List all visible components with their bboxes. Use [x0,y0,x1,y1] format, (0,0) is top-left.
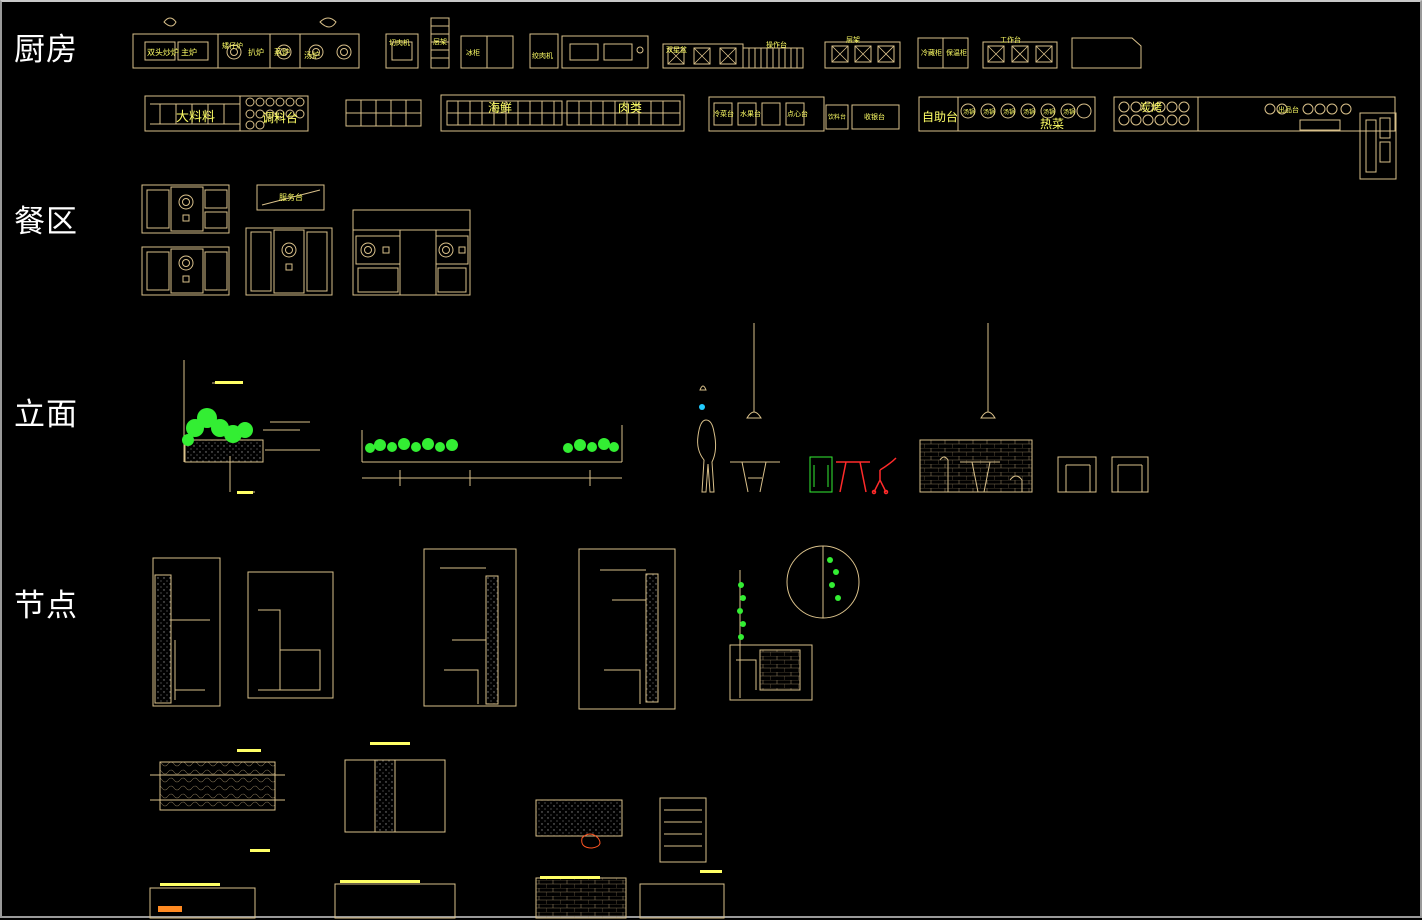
orange-marker [158,906,182,912]
section-label-node: 节点 [14,588,78,624]
label-unit-h: 冷藏柜 [921,48,942,57]
label-stove-a: 矮仔炉 [222,41,243,50]
label-station-e: 汤锅 [1043,108,1055,116]
grill-burners [1118,101,1190,126]
elevation-drawings [183,323,1149,493]
label-unit-a: 切肉机 [389,38,410,47]
wok-range [132,17,360,69]
label-buffet: 自助台 [922,109,958,124]
label-range-left: 双头炒炉 [147,47,179,57]
label-counter-d: 饮料台 [828,113,846,121]
red-chairs [836,457,897,495]
label-station-b: 汤锅 [983,108,995,116]
section-label-dining: 餐区 [14,204,78,240]
label-service-desk: 服务台 [279,192,303,202]
kitchen-units-a [385,17,649,69]
label-grill: 炭烤 [1140,100,1162,114]
node-plants [737,557,841,640]
hot-dish-wells [960,103,1092,119]
label-stove-b: 扒炉 [248,47,264,57]
label-stove-c: 蒸炉 [274,47,290,57]
label-station-d: 汤锅 [1023,108,1035,116]
label-range-mid: 主炉 [181,47,197,57]
dining-layouts [141,184,471,296]
label-unit-j: 工作台 [1000,35,1021,44]
label-counter-a: 冷菜台 [713,109,734,118]
label-seafood: 海鲜 [488,100,512,115]
annotation-marks [160,381,722,886]
label-seasoning-big: 大料料 [176,110,215,125]
label-unit-g: 层架 [846,36,860,44]
label-unit-i: 保温柜 [946,48,967,57]
kitchen-units-b [662,37,1142,69]
section-label-kitchen: 厨房 [14,32,78,68]
label-meat: 肉类 [618,101,642,115]
label-unit-e: 双星盆 [666,45,687,54]
red-detail-mark [581,833,601,849]
cyan-marker [699,404,705,410]
label-stove-d: 汤炉 [304,50,320,60]
label-unit-b: 层架 [433,38,447,46]
label-counter-c: 点心台 [787,109,808,118]
label-counter-f: 出品台 [1278,105,1299,114]
seasoning-bowls [245,97,305,130]
node-details [149,545,860,919]
label-station-a: 汤锅 [963,108,975,116]
label-station-c: 汤锅 [1003,108,1015,116]
section-label-elevation: 立面 [14,397,78,433]
label-unit-d: 绞肉机 [532,51,553,60]
label-station-f: 汤锅 [1063,108,1075,116]
label-counter-b: 水果台 [740,109,761,118]
label-unit-f: 操作台 [766,40,787,49]
plant-masses [182,408,619,453]
label-seasoning-table: 调料台 [262,110,298,125]
kitchen-row-1: 双头炒炉 主炉 矮仔炉 扒炉 蒸炉 汤炉 切肉机 层架 冰柜 绞肉机 [132,17,1142,69]
label-hot-dish: 热菜 [1040,117,1064,131]
label-unit-c: 冰柜 [466,48,480,57]
label-counter-e: 收银台 [864,112,885,121]
kitchen-row-2 [144,94,1397,180]
